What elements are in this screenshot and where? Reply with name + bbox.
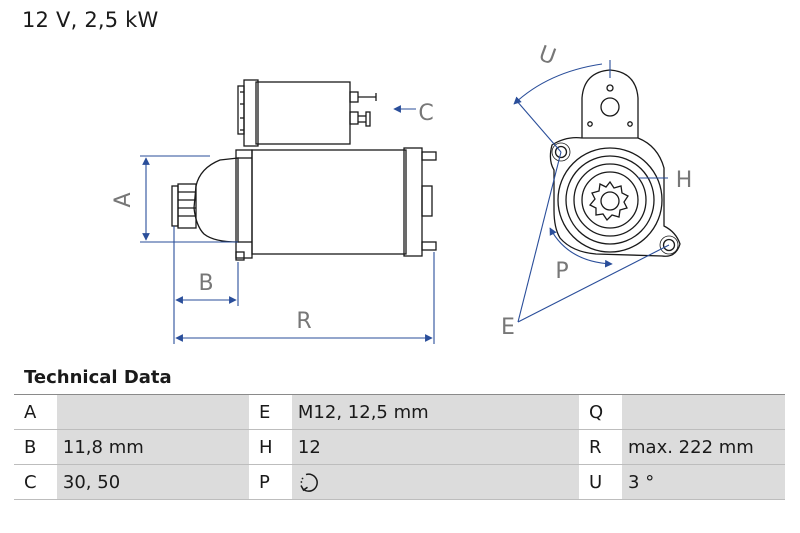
label-r: R [296,309,311,334]
spec-value-rotation [291,464,580,500]
spec-key: U [579,464,623,500]
label-h: H [676,168,693,193]
spec-value [622,394,785,430]
side-labels: A B C R [111,101,434,334]
spec-key: H [248,429,292,465]
drive-end-housing [193,157,239,243]
table-row: A E M12, 12,5 mm Q [14,394,785,430]
left-bolt-hole [554,145,568,159]
pinion [177,183,197,229]
front-view [549,69,681,257]
spec-value: 12 [291,429,580,465]
front-dimensions [513,60,670,323]
technical-data-table: A E M12, 12,5 mm Q B 11,8 mm H 12 R max.… [14,394,785,500]
spec-key: B [14,429,57,465]
spec-key: A [14,394,57,430]
terminal-30 [349,91,359,103]
motor-body [251,149,407,255]
label-p: P [555,259,568,284]
label-b: B [198,271,213,296]
spec-value: 11,8 mm [56,429,249,465]
side-view [171,79,437,261]
top-mounting-lug [581,69,639,138]
product-spec-title: 12 V, 2,5 kW [22,8,159,32]
starter-technical-drawing: A B C R U H P [111,41,692,344]
spec-key: C [14,464,57,500]
clockwise-rotation-icon [300,473,318,492]
pinion-gear [588,180,629,222]
flange [549,137,681,257]
label-a: A [111,192,136,207]
front-labels: U H P E [501,41,692,340]
spec-key: R [579,429,623,465]
table-row: B 11,8 mm H 12 R max. 222 mm [14,429,785,465]
spec-value: max. 222 mm [622,429,785,465]
spec-key: P [248,464,292,500]
right-bolt-hole [662,238,676,252]
spec-value [56,394,249,430]
spec-value: M12, 12,5 mm [291,394,580,430]
terminal-50 [349,111,359,125]
label-e: E [501,315,515,340]
technical-data-title: Technical Data [24,367,172,388]
solenoid-body [255,81,351,145]
table-row: C 30, 50 P U 3 ° [14,464,785,500]
label-c: C [418,101,433,126]
spec-value: 30, 50 [56,464,249,500]
label-u: U [535,41,559,70]
side-dimensions [140,105,435,344]
spec-key: Q [579,394,623,430]
spec-key: E [248,394,292,430]
spec-value: 3 ° [622,464,785,500]
